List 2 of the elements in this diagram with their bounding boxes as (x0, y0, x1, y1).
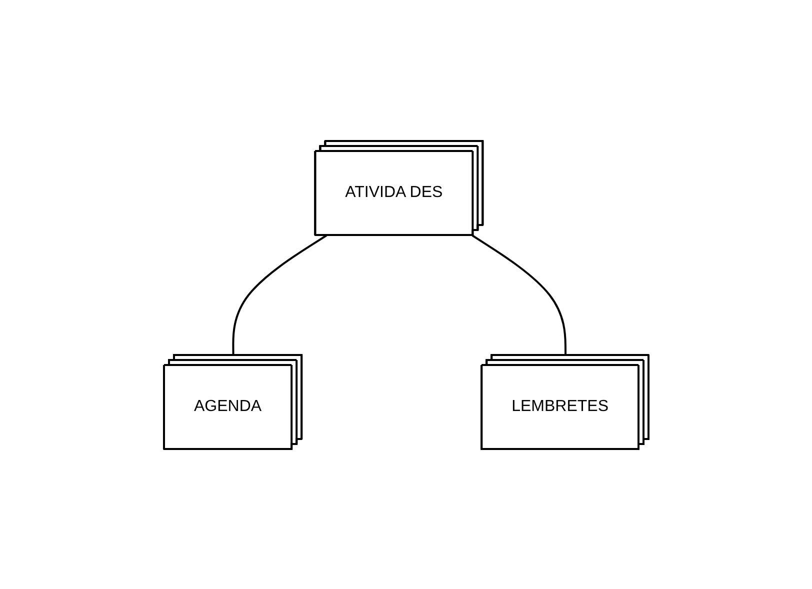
connector (232, 234, 327, 355)
connector (472, 234, 566, 355)
